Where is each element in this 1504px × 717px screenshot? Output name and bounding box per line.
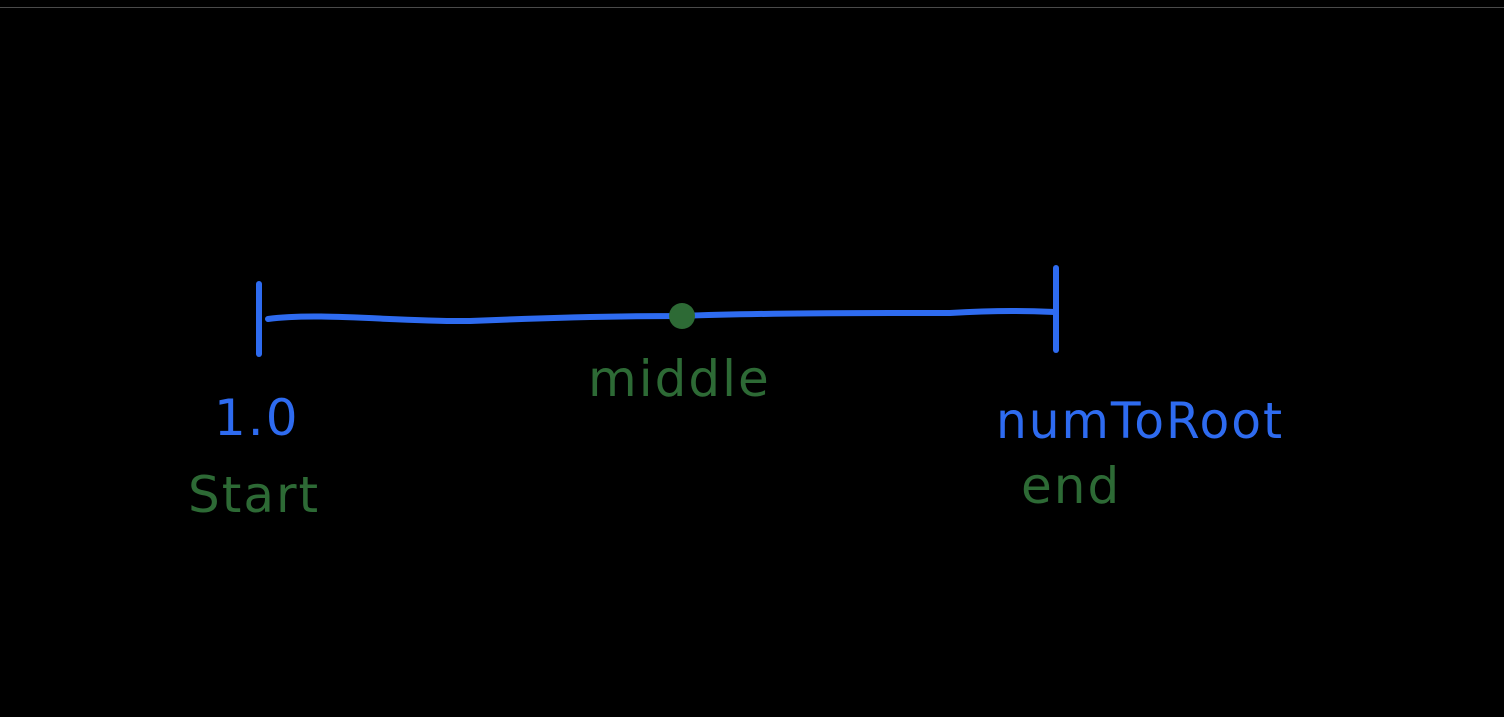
- start-name-label: Start: [188, 466, 320, 524]
- top-divider: [0, 7, 1504, 8]
- end-name-label: end: [1021, 457, 1121, 515]
- end-value-label: numToRoot: [996, 392, 1284, 450]
- middle-point: [669, 303, 695, 329]
- start-value-label: 1.0: [214, 389, 300, 447]
- number-line: [265, 308, 1058, 325]
- middle-name-label: middle: [588, 350, 771, 408]
